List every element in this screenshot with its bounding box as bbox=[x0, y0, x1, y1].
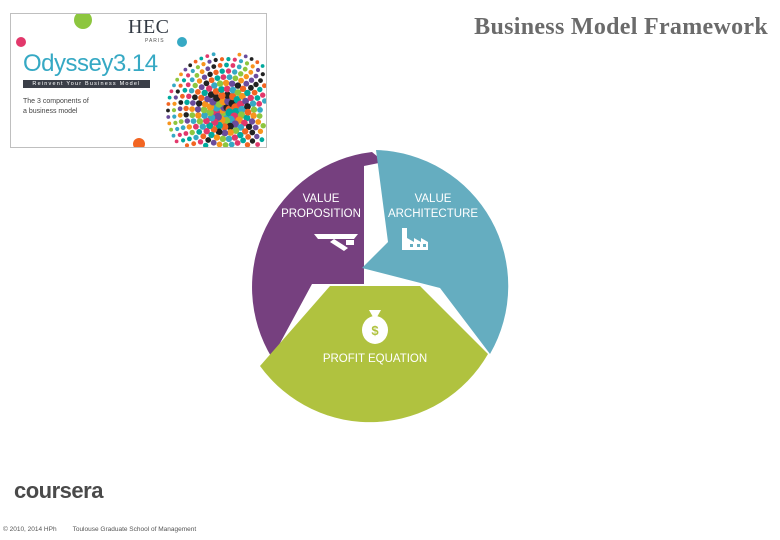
school-name: Toulouse Graduate School of Management bbox=[72, 526, 197, 533]
value-architecture-label-line-1: VALUE bbox=[415, 193, 452, 205]
money-bag-icon: $ bbox=[362, 310, 388, 344]
program-word: Odyssey bbox=[23, 50, 113, 77]
svg-text:$: $ bbox=[371, 323, 379, 338]
value-proposition-segment bbox=[252, 152, 384, 358]
dot-pattern-graphic bbox=[16, 14, 266, 147]
course-banner: HEC PARIS Odyssey3.14 Reinvent Your Busi… bbox=[10, 13, 267, 148]
coursera-logo: coursera bbox=[14, 478, 103, 503]
profit-equation-segment bbox=[260, 286, 488, 423]
program-name: Odyssey3.14 bbox=[23, 50, 158, 78]
program-tagline: Reinvent Your Business Model bbox=[23, 80, 150, 88]
banner-description: The 3 components of a business model bbox=[23, 97, 123, 117]
banner-description-line-2: a business model bbox=[23, 108, 78, 115]
value-proposition-label-line-1: VALUE bbox=[303, 193, 340, 205]
profit-equation-label: PROFIT EQUATION bbox=[323, 353, 427, 365]
business-model-wheel: VALUE PROPOSITION VALUE ARCHITECTURE PRO… bbox=[252, 150, 509, 423]
slide-title: Business Model Framework bbox=[474, 14, 768, 40]
footer: © 2010, 2014 HPh Toulouse Graduate School… bbox=[3, 526, 196, 533]
hec-logo: HEC bbox=[128, 16, 170, 38]
value-architecture-label-line-2: ARCHITECTURE bbox=[388, 208, 478, 220]
copyright-text: © 2010, 2014 HPh bbox=[3, 526, 57, 533]
banner-description-line-1: The 3 components of bbox=[23, 98, 89, 105]
factory-icon bbox=[402, 228, 428, 250]
serving-hand-icon bbox=[314, 234, 358, 251]
hec-logo-subtitle: PARIS bbox=[145, 38, 165, 44]
value-architecture-segment bbox=[362, 150, 509, 354]
value-proposition-label-line-2: PROPOSITION bbox=[281, 208, 361, 220]
program-number: 3.14 bbox=[112, 50, 158, 77]
